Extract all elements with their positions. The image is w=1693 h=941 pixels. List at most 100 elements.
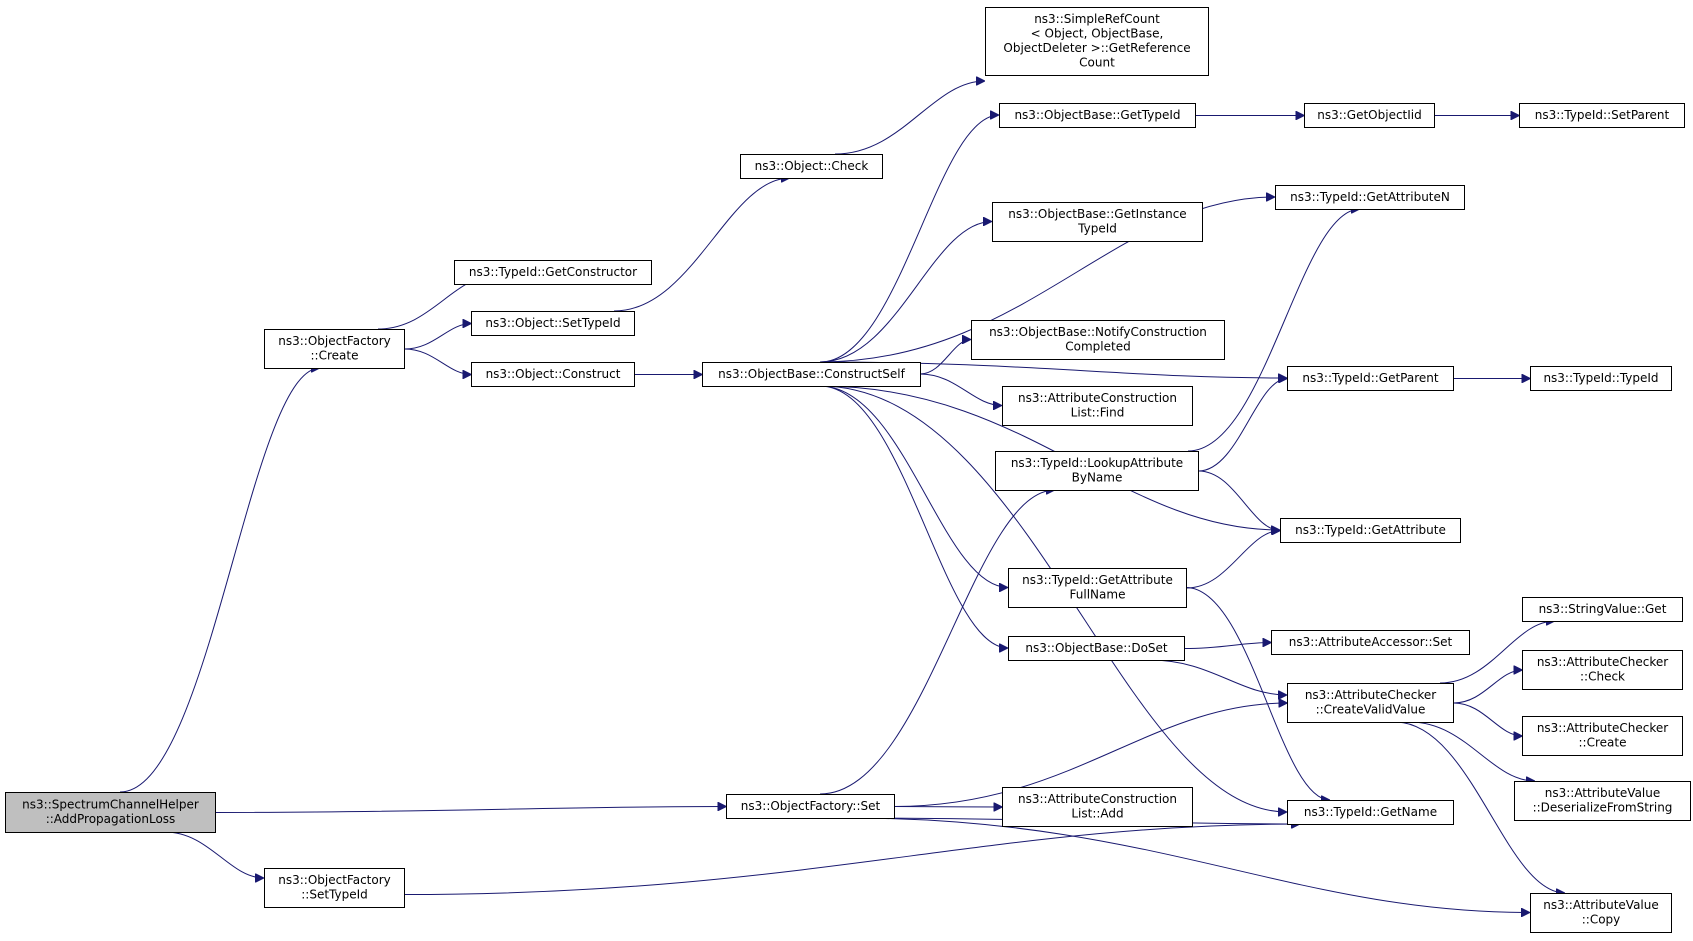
node-box[interactable]	[999, 103, 1196, 128]
node-box[interactable]	[1522, 650, 1683, 690]
node-av-deserialize[interactable]: ns3::AttributeValue::DeserializeFromStri…	[1514, 781, 1691, 821]
node-label: List::Find	[1071, 406, 1125, 420]
node-box[interactable]	[1287, 683, 1454, 723]
node-tid-getattribute[interactable]: ns3::TypeId::GetAttribute	[1280, 518, 1461, 543]
node-box[interactable]	[264, 329, 405, 369]
node-tid-getconstructor[interactable]: ns3::TypeId::GetConstructor	[454, 260, 652, 285]
edge-checker-createvalid-to-av-deserialize	[1409, 721, 1535, 781]
node-tid-typeid[interactable]: ns3::TypeId::TypeId	[1530, 366, 1672, 391]
node-box[interactable]	[264, 868, 405, 908]
node-label: ::Create	[311, 349, 359, 363]
node-box[interactable]	[726, 794, 895, 819]
node-box[interactable]	[454, 260, 652, 285]
node-accessor-set[interactable]: ns3::AttributeAccessor::Set	[1271, 630, 1470, 655]
node-checker-create[interactable]: ns3::AttributeChecker::Create	[1522, 716, 1683, 756]
node-ob-gettypeid[interactable]: ns3::ObjectBase::GetTypeId	[999, 103, 1196, 128]
edge-checker-createvalid-to-checker-create	[1453, 702, 1523, 736]
node-box[interactable]	[971, 320, 1225, 360]
node-av-copy[interactable]: ns3::AttributeValue::Copy	[1530, 893, 1672, 933]
node-tid-getname[interactable]: ns3::TypeId::GetName	[1287, 800, 1454, 825]
node-label: ns3::TypeId::GetParent	[1302, 371, 1438, 385]
node-label: ns3::AttributeValue	[1545, 786, 1661, 800]
edge-ob-constructself-to-ob-getinstancetypeid	[819, 222, 992, 363]
node-of-set[interactable]: ns3::ObjectFactory::Set	[726, 794, 895, 819]
node-obj-settypeid[interactable]: ns3::Object::SetTypeId	[471, 311, 635, 336]
node-box[interactable]	[1514, 781, 1691, 821]
node-label: ns3::AttributeChecker	[1537, 721, 1668, 735]
node-box[interactable]	[1008, 568, 1187, 608]
node-box[interactable]	[985, 7, 1209, 76]
node-label: ns3::AttributeChecker	[1537, 655, 1668, 669]
node-label: ns3::ObjectFactory	[278, 873, 391, 887]
node-box[interactable]	[1287, 800, 1454, 825]
node-label: ::SetTypeId	[301, 888, 368, 902]
node-box[interactable]	[1287, 366, 1454, 391]
node-box[interactable]	[1008, 636, 1185, 661]
edge-of-set-to-acl-add	[894, 807, 1003, 808]
edge-tid-lookup-to-tid-getattribute	[1198, 470, 1281, 531]
node-stringvalue-get[interactable]: ns3::StringValue::Get	[1522, 597, 1683, 622]
node-box[interactable]	[1522, 716, 1683, 756]
edge-of-set-to-tid-lookup	[819, 490, 1055, 795]
edge-of-create-to-obj-settypeid	[404, 324, 472, 350]
edge-of-set-to-av-copy	[849, 817, 1530, 913]
node-getobjectiid[interactable]: ns3::GetObjectIid	[1304, 103, 1435, 128]
edge-tid-lookup-to-tid-getattributen	[1187, 209, 1360, 452]
node-box[interactable]	[992, 202, 1203, 242]
node-label: ns3::TypeId::TypeId	[1543, 371, 1658, 385]
node-box[interactable]	[1271, 630, 1470, 655]
node-box[interactable]	[471, 311, 635, 336]
node-obj-construct[interactable]: ns3::Object::Construct	[471, 362, 635, 387]
node-label: TypeId	[1077, 222, 1117, 236]
node-spectrum-add[interactable]: ns3::SpectrumChannelHelper::AddPropagati…	[5, 792, 216, 833]
node-label: ns3::TypeId::SetParent	[1535, 108, 1670, 122]
node-of-settypeid[interactable]: ns3::ObjectFactory::SetTypeId	[264, 868, 405, 908]
node-box[interactable]	[1304, 103, 1435, 128]
node-box[interactable]	[1530, 366, 1672, 391]
node-ob-notify[interactable]: ns3::ObjectBase::NotifyConstructionCompl…	[971, 320, 1225, 360]
node-label: ns3::Object::Construct	[486, 367, 621, 381]
edge-ob-constructself-to-ob-doset	[819, 385, 1008, 648]
node-obj-check[interactable]: ns3::Object::Check	[740, 154, 883, 179]
node-box[interactable]	[1280, 518, 1461, 543]
node-ob-constructself[interactable]: ns3::ObjectBase::ConstructSelf	[702, 362, 921, 387]
node-checker-createvalid[interactable]: ns3::AttributeChecker::CreateValidValue	[1287, 683, 1454, 723]
node-layer: ns3::SpectrumChannelHelper::AddPropagati…	[5, 7, 1691, 933]
node-label: ns3::StringValue::Get	[1539, 602, 1667, 616]
node-box[interactable]	[471, 362, 635, 387]
node-label: List::Add	[1071, 807, 1123, 821]
node-label: Completed	[1065, 340, 1130, 354]
node-label: ns3::AttributeConstruction	[1018, 792, 1177, 806]
edge-of-settypeid-to-tid-getname	[403, 824, 1300, 895]
node-box[interactable]	[1519, 103, 1685, 128]
node-tid-getparent[interactable]: ns3::TypeId::GetParent	[1287, 366, 1454, 391]
node-label: ns3::Object::Check	[755, 159, 869, 173]
node-of-create[interactable]: ns3::ObjectFactory::Create	[264, 329, 405, 369]
node-checker-check[interactable]: ns3::AttributeChecker::Check	[1522, 650, 1683, 690]
node-tid-setparent[interactable]: ns3::TypeId::SetParent	[1519, 103, 1685, 128]
node-label: ns3::AttributeValue	[1543, 898, 1659, 912]
node-src-getrefcount[interactable]: ns3::SimpleRefCount< Object, ObjectBase,…	[985, 7, 1209, 76]
edge-ob-doset-to-accessor-set	[1184, 643, 1272, 649]
node-label: ns3::AttributeChecker	[1305, 688, 1436, 702]
node-box[interactable]	[1275, 185, 1465, 210]
node-box[interactable]	[1530, 893, 1672, 933]
node-label: ns3::TypeId::GetConstructor	[469, 265, 637, 279]
node-box[interactable]	[740, 154, 883, 179]
node-box[interactable]	[1002, 787, 1193, 827]
node-tid-getattributen[interactable]: ns3::TypeId::GetAttributeN	[1275, 185, 1465, 210]
node-box[interactable]	[995, 451, 1199, 491]
edge-ob-doset-to-checker-createvalid	[1149, 659, 1287, 695]
node-box[interactable]	[1002, 386, 1193, 426]
node-box[interactable]	[5, 792, 216, 833]
edge-tid-lookup-to-tid-getparent	[1198, 379, 1288, 472]
node-box[interactable]	[702, 362, 921, 387]
node-ob-doset[interactable]: ns3::ObjectBase::DoSet	[1008, 636, 1185, 661]
node-box[interactable]	[1522, 597, 1683, 622]
